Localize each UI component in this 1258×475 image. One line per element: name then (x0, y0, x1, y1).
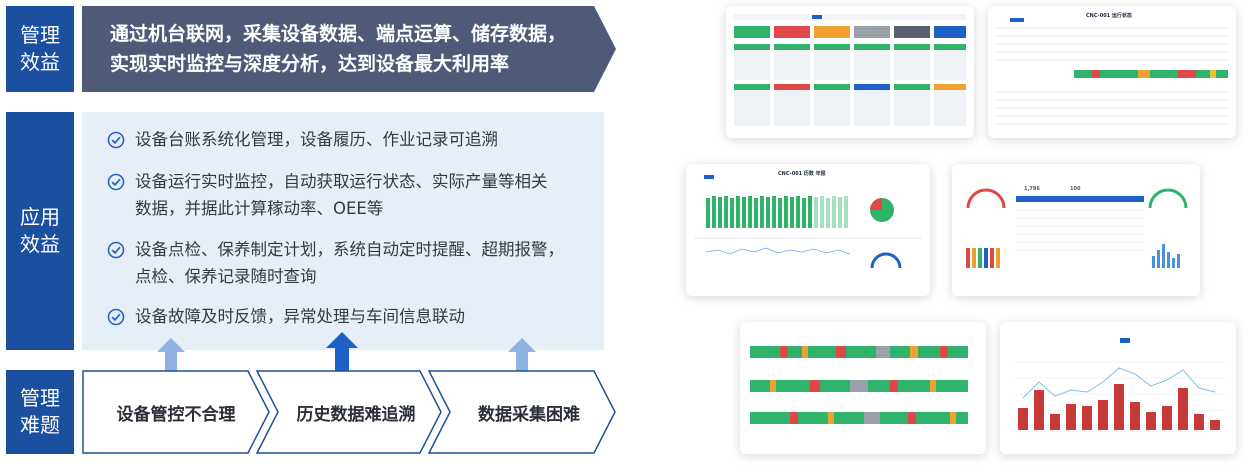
banner-line-2: 实现实时监控与深度分析，达到设备最大利用率 (110, 53, 510, 75)
problem-chevron-3: 数据采集困难 (428, 370, 616, 454)
check-circle-icon (107, 241, 125, 259)
check-circle-icon (107, 173, 125, 191)
up-arrow-icon (326, 332, 358, 372)
problem-text: 数据采集困难 (478, 404, 580, 425)
screenshot-analysis: CNC-001 历数 年报 (686, 164, 930, 296)
benefit-line: 设备点检、保养制定计划，系统自动定时提醒、超期报警， (135, 240, 564, 259)
screenshot-bar-line (1000, 322, 1236, 454)
benefit-item-monitoring: 设备运行实时监控，自动获取运行状态、实际产量等相关 数据，并据此计算稼动率、OE… (107, 168, 548, 222)
benefit-line: 设备台账系统化管理，设备履历、作业记录可追溯 (135, 130, 498, 149)
problem-text: 历史数据难追溯 (296, 404, 416, 425)
gauge-value-1: 1,786 (1024, 186, 1040, 192)
benefit-line: 设备故障及时反馈，异常处理与车间信息联动 (135, 307, 465, 326)
management-problem-label: 管理难题 (6, 370, 74, 454)
problem-chevron-1: 设备管控不合理 (82, 370, 270, 454)
analysis-title: CNC-001 历数 年报 (778, 171, 826, 177)
management-benefit-banner: 通过机台联网，采集设备数据、端点运算、储存数据， 实现实时监控与深度分析，达到设… (82, 6, 616, 92)
benefit-line: 设备运行实时监控，自动获取运行状态、实际产量等相关 (135, 172, 548, 191)
up-arrow-icon (508, 338, 536, 372)
up-arrow-icon (157, 338, 185, 372)
management-benefit-label: 管理效益 (6, 6, 74, 92)
check-circle-icon (107, 131, 125, 149)
screenshot-status-tiles (726, 6, 974, 138)
screenshot-run-status: CNC-001 运行状态 (988, 6, 1236, 138)
problem-chevron-2: 历史数据难追溯 (256, 370, 442, 454)
benefit-line: 数据，并据此计算稼动率、OEE等 (135, 199, 384, 218)
run-status-title: CNC-001 运行状态 (1086, 13, 1132, 19)
gauge-value-2: 100 (1070, 186, 1081, 192)
benefit-item-ledger: 设备台账系统化管理，设备履历、作业记录可追溯 (107, 126, 498, 153)
benefit-item-fault: 设备故障及时反馈，异常处理与车间信息联动 (107, 303, 465, 330)
application-benefit-label: 应用效益 (6, 112, 74, 350)
screenshot-timeline (740, 322, 986, 454)
benefit-item-inspection: 设备点检、保养制定计划，系统自动定时提醒、超期报警， 点检、保养记录随时查询 (107, 236, 564, 290)
application-benefit-panel: 设备台账系统化管理，设备履历、作业记录可追溯 设备运行实时监控，自动获取运行状态… (82, 112, 604, 350)
banner-text: 通过机台联网，采集设备数据、端点运算、储存数据， 实现实时监控与深度分析，达到设… (110, 19, 566, 79)
benefit-line: 点检、保养记录随时查询 (135, 267, 317, 286)
banner-line-1: 通过机台联网，采集设备数据、端点运算、储存数据， (110, 23, 567, 45)
problem-text: 设备管控不合理 (116, 404, 236, 425)
check-circle-icon (107, 308, 125, 326)
screenshot-gauges: 1,786 100 (952, 164, 1200, 296)
